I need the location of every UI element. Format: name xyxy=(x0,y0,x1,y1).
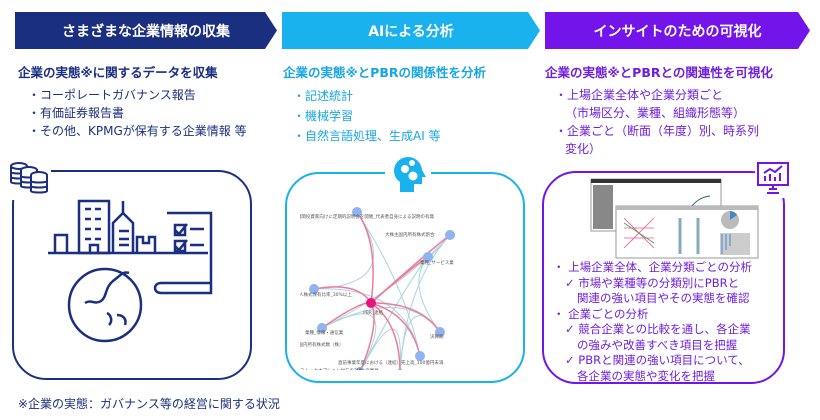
step-header-collection: さまざまな企業情報の収集 xyxy=(15,12,277,49)
network-node-label: 大株主国内所有株式割合 xyxy=(385,231,435,238)
bullet: （市場区分、業種、組織形態等） xyxy=(565,106,746,120)
bullet: ・機械学習 xyxy=(293,109,354,123)
network-node-label: 大株主国内所有株式数（株） xyxy=(300,341,344,348)
network-node-label: 決算期 xyxy=(430,333,444,340)
bullet: ・記述統計 xyxy=(293,89,354,103)
analysis-check: ✓ 市場や業種等の分類別にPBRと xyxy=(565,275,740,290)
monitor-chart-icon xyxy=(755,160,791,198)
network-edge xyxy=(321,234,451,329)
network-node-label: 業種_サービス業 xyxy=(420,259,454,266)
subtitle: 企業の実態※に関するデータを収集 xyxy=(18,65,218,80)
collection-column: 企業の実態※に関するデータを収集 ・コーポレートガバナンス報告 ・有価証券報告書… xyxy=(18,64,247,140)
bullet: ・有価証券報告書 xyxy=(28,106,125,120)
network-node xyxy=(435,327,445,337)
footnote: ※企業の実態：ガバナンス等の経営に関する状況 xyxy=(18,397,280,411)
analysis-list: ・ 上場企業全体、企業分類ごとの分析 ✓ 市場や業種等の分類別にPBRと 関連の… xyxy=(553,260,752,384)
subtitle: 企業の実態※とPBRの関係性を分析 xyxy=(283,65,486,80)
network-edge-pbr xyxy=(356,211,374,304)
bullet: ・自然言語処理、生成AI 等 xyxy=(293,129,441,143)
network-node-label: アナリスト・機関投資家向けに定期的説明会を開催_代表者自身による説明の有無 xyxy=(300,213,435,220)
analysis-item: ・ 上場企業全体、企業分類ごとの分析 xyxy=(553,260,753,274)
network-node-label: ストックオプション付与の対象_従業員 xyxy=(300,367,379,370)
analysis-item: ・ 企業ごとの分析 xyxy=(553,306,649,321)
network-edge xyxy=(321,313,377,370)
collection-box xyxy=(12,170,252,380)
ai-head-gears-icon xyxy=(385,152,431,194)
network-node xyxy=(397,369,403,370)
step-title: AIによる分析 xyxy=(368,23,454,40)
network-node xyxy=(352,207,362,217)
bullet: 変化） xyxy=(565,142,602,156)
step-title: インサイトのための可視化 xyxy=(593,23,762,40)
step-header-ai: AIによる分析 xyxy=(282,12,540,49)
network-edge-pbr xyxy=(370,302,441,333)
step-title: さまざまな企業情報の収集 xyxy=(62,23,230,40)
visualize-column: 企業の実態※とPBRとの関連性を可視化 ・上場企業全体や企業分類ごと （市場区分… xyxy=(545,64,773,158)
network-node-label: 直前事業年度における（連結）売上高_100億円未満 xyxy=(338,359,444,366)
network-node xyxy=(317,323,327,333)
network-center-node xyxy=(366,298,376,308)
network-graph: アナリスト・機関投資家向けに定期的説明会を開催_代表者自身による説明の有無大株主… xyxy=(300,207,455,370)
network-node xyxy=(415,351,425,361)
network-edge xyxy=(356,211,421,357)
network-node xyxy=(423,252,433,262)
bullet: ・その他、KPMGが保有する企業情報 等 xyxy=(28,124,247,138)
ai-column: 企業の実態※とPBRの関係性を分析 ・記述統計 ・機械学習 ・自然言語処理、生成… xyxy=(283,64,486,146)
network-node xyxy=(355,367,365,370)
network-node-label: 外国人株式保有比率_30%以上 xyxy=(300,291,352,298)
bullet: ・企業ごと（断面（年度）別、時系列 xyxy=(555,124,760,138)
analysis-check-cont: の強みや改善すべき項目を把握 xyxy=(577,337,738,352)
analysis-check: ✓ 競合企業との比較を通し、各企業 xyxy=(565,322,751,336)
database-icon xyxy=(7,160,51,200)
network-center-label: PBR_連結 xyxy=(363,309,384,316)
dashboard-screenshot xyxy=(590,178,759,259)
network-edge-pbr xyxy=(370,302,401,370)
subtitle: 企業の実態※とPBRとの関連性を可視化 xyxy=(545,65,773,80)
analysis-check-cont: 各企業の実態や変化を把握 xyxy=(577,368,715,383)
company-world-illustration xyxy=(48,199,213,343)
analysis-check: ✓ PBRと関連の強い項目について、 xyxy=(565,353,750,367)
visualize-box xyxy=(542,171,785,384)
bullet: ・コーポレートガバナンス報告 xyxy=(28,88,196,102)
bullet: ・上場企業全体や企業分類ごと xyxy=(555,88,724,102)
network-edge-pbr xyxy=(370,302,421,357)
step-header-visualize: インサイトのための可視化 xyxy=(545,12,810,49)
analysis-check-cont: 関連の強い項目やその実態を確認 xyxy=(577,291,750,305)
network-node xyxy=(445,230,455,240)
network-node xyxy=(309,284,319,294)
network-node-label: 業種_情報・通信業 xyxy=(305,329,344,336)
